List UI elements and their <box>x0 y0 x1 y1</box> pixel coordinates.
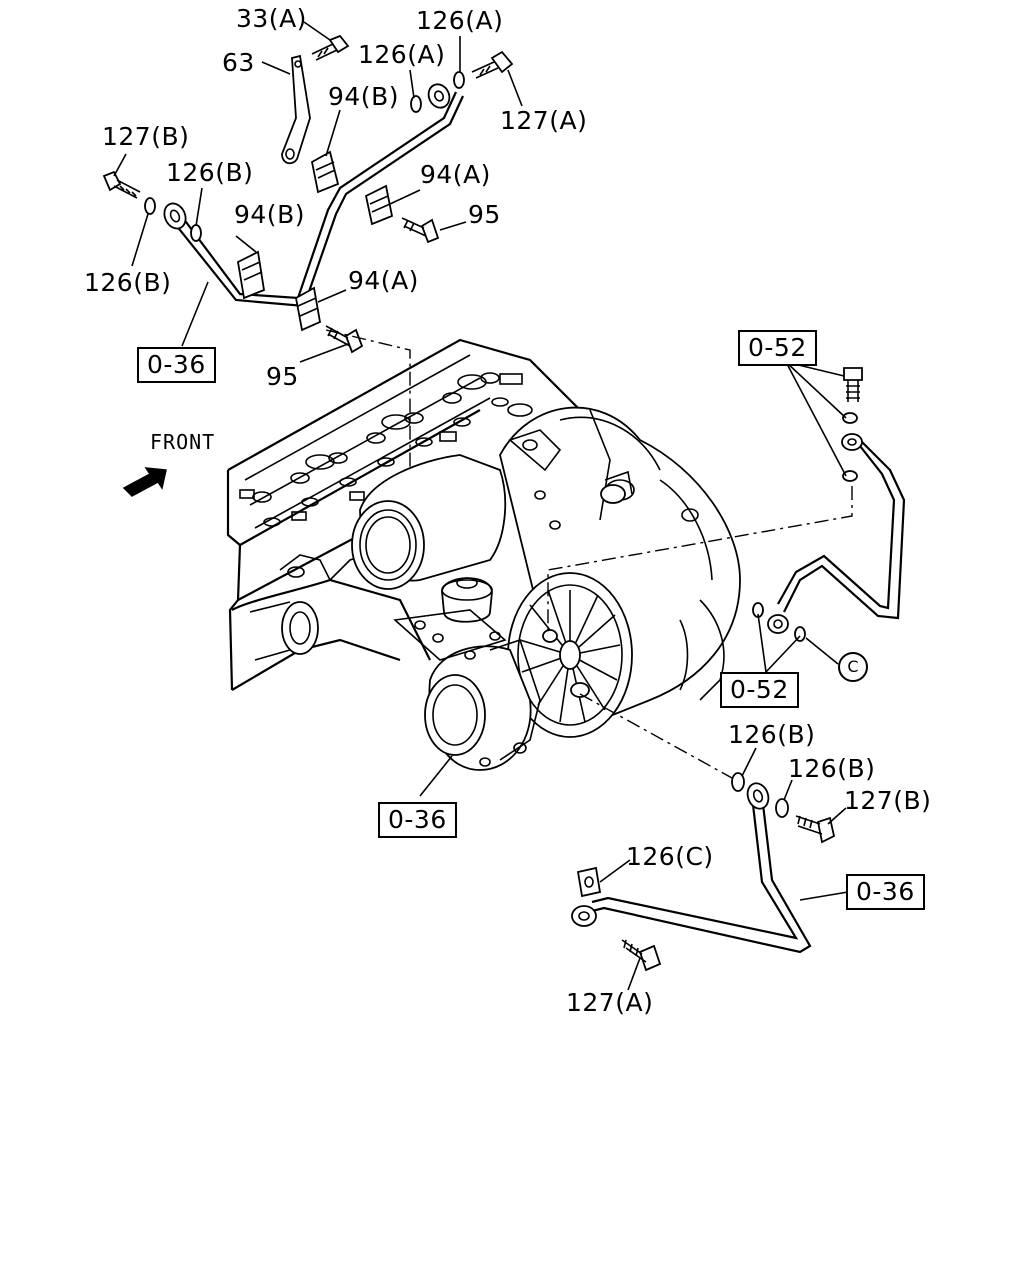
part-label-127b-br: 127(B) <box>844 786 932 815</box>
part-label-95-top: 95 <box>468 200 501 229</box>
part-label-94b-mid: 94(B) <box>234 200 305 229</box>
part-label-126b-br1: 126(B) <box>728 720 816 749</box>
part-label-94a-mid: 94(A) <box>348 266 419 295</box>
part-label-94a-top: 94(A) <box>420 160 491 189</box>
part-label-95-mid: 95 <box>266 362 299 391</box>
part-label-94b-top: 94(B) <box>328 82 399 111</box>
part-label-127b-top: 127(B) <box>102 122 190 151</box>
part-label-127a-bot: 127(A) <box>566 988 654 1017</box>
reference-box-052-mid[interactable]: 0-52 <box>720 672 799 708</box>
part-label-126b-br2: 126(B) <box>788 754 876 783</box>
part-label-33a: 33(A) <box>236 4 307 33</box>
reference-box-036-center[interactable]: 0-36 <box>378 802 457 838</box>
part-label-126b-left: 126(B) <box>84 268 172 297</box>
front-arrow-icon <box>122 467 167 497</box>
assembly-guide-lines <box>325 329 853 779</box>
part-label-126a-top: 126(A) <box>416 6 504 35</box>
right-oil-pipe-assembly <box>752 367 906 642</box>
reference-box-052-top[interactable]: 0-52 <box>738 330 817 366</box>
reference-box-036-topleft[interactable]: 0-36 <box>137 347 216 383</box>
front-label: FRONT <box>150 430 216 454</box>
part-label-126b-top: 126(B) <box>166 158 254 187</box>
part-label-63: 63 <box>222 48 255 77</box>
part-label-126c: 126(C) <box>626 842 714 871</box>
part-label-126a-mid: 126(A) <box>358 40 446 69</box>
turbocharger-illustration <box>351 406 741 771</box>
circle-ref-c: C <box>838 652 868 682</box>
upper-oil-pipe-assembly <box>102 34 514 354</box>
lower-oil-pipe-assembly <box>571 772 836 972</box>
reference-box-036-right[interactable]: 0-36 <box>846 874 925 910</box>
part-label-127a-top: 127(A) <box>500 106 588 135</box>
